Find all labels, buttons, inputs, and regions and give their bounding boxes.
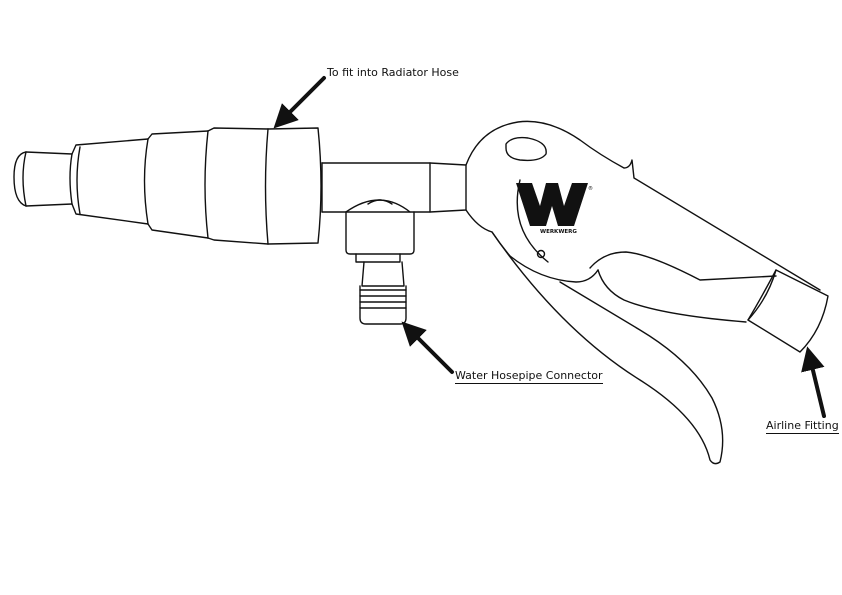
- registered-mark: ®: [588, 185, 593, 192]
- label-water-hosepipe-connector: Water Hosepipe Connector: [455, 369, 603, 384]
- arrow-radiator-hose: [273, 76, 326, 129]
- brand-logo: WERKWERG ®: [516, 183, 593, 235]
- trigger-lever: [491, 231, 724, 465]
- arrow-water-connector: [401, 321, 454, 374]
- brand-logo-text: WERKWERG: [540, 229, 577, 235]
- gun-body: [465, 120, 821, 323]
- label-airline-fitting: Airline Fitting: [766, 419, 839, 434]
- t-connector-body: [321, 162, 467, 213]
- stepped-nozzle: [13, 127, 322, 245]
- water-connector: [345, 211, 415, 325]
- airline-sleeve: [747, 269, 829, 353]
- arrow-airline-fitting: [801, 346, 826, 418]
- label-radiator-hose: To fit into Radiator Hose: [327, 66, 459, 79]
